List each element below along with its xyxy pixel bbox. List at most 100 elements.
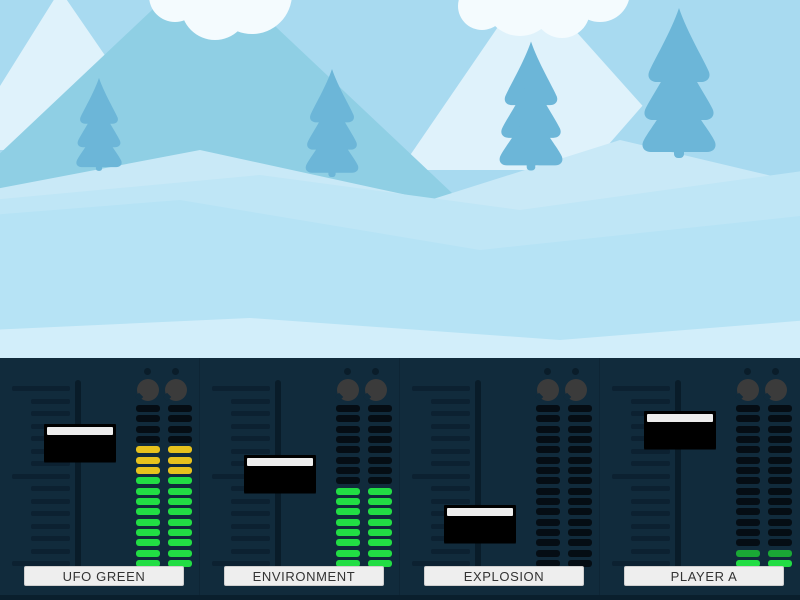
level-meter-segment: [336, 518, 360, 526]
level-meter-segment: [768, 446, 792, 454]
knob-indicator-dot-icon: [344, 368, 351, 375]
fader-scale-tick: [412, 474, 470, 479]
level-meter-segment: [336, 528, 360, 536]
fader-scale-tick: [231, 536, 270, 541]
pan-knob[interactable]: [137, 368, 159, 402]
channel-label[interactable]: EXPLOSION: [424, 566, 584, 586]
level-meter-segment: [536, 508, 560, 516]
level-meter-segment: [168, 539, 192, 547]
fader-scale-tick: [631, 511, 670, 516]
fader-scale-tick: [212, 561, 270, 566]
fader-track[interactable]: [75, 380, 81, 574]
level-meter-segment: [736, 508, 760, 516]
level-meter-segment: [168, 559, 192, 567]
level-meter-segment: [536, 435, 560, 443]
level-meter-segment: [568, 435, 592, 443]
fader-track[interactable]: [475, 380, 481, 574]
level-meter-segment: [768, 549, 792, 557]
fader-scale-tick: [231, 411, 270, 416]
level-meter-segment: [368, 518, 392, 526]
level-meter-segment: [136, 487, 160, 495]
level-meter-segment: [536, 405, 560, 412]
level-meter-segment: [736, 497, 760, 505]
pine-tree-3: [499, 41, 563, 171]
level-meter-segment: [168, 456, 192, 464]
level-meter-group: [136, 405, 192, 567]
level-meter-segment: [568, 415, 592, 423]
gain-knob[interactable]: [165, 368, 187, 402]
channel-label[interactable]: UFO GREEN: [24, 566, 184, 586]
level-meter-segment: [368, 528, 392, 536]
pine-tree-4: [642, 8, 716, 158]
level-meter-segment: [736, 425, 760, 433]
level-meter-segment: [536, 528, 560, 536]
level-meter-segment: [736, 559, 760, 567]
level-meter-segment: [336, 466, 360, 474]
level-meter-segment: [368, 559, 392, 567]
level-meter-segment: [768, 466, 792, 474]
pan-knob[interactable]: [737, 368, 759, 402]
channel-label[interactable]: ENVIRONMENT: [224, 566, 384, 586]
level-meter-segment: [336, 405, 360, 412]
audio-mixer-panel: UFO GREEN ENVIRONMENT EXPLOSION PLAYER A: [0, 358, 800, 600]
fader-scale-tick: [231, 499, 270, 504]
fader-scale-tick: [431, 486, 470, 491]
level-meter-segment: [136, 518, 160, 526]
fader-scale-tick: [31, 461, 70, 466]
level-meter-segment: [568, 487, 592, 495]
knob-body-icon: [337, 379, 359, 401]
level-meter-segment: [768, 487, 792, 495]
fader-handle-grip: [447, 508, 513, 516]
level-meter-segment: [568, 466, 592, 474]
mixer-channel: UFO GREEN: [0, 358, 200, 600]
fader-scale-tick: [631, 399, 670, 404]
gain-knob[interactable]: [365, 368, 387, 402]
level-meter-segment: [768, 539, 792, 547]
fader-handle[interactable]: [644, 411, 716, 449]
level-meter-segment: [768, 518, 792, 526]
level-meter-segment: [168, 405, 192, 412]
gain-knob[interactable]: [765, 368, 787, 402]
level-meter-segment: [368, 415, 392, 423]
level-meter-segment: [568, 528, 592, 536]
level-meter-group: [536, 405, 592, 567]
fader-handle[interactable]: [44, 424, 116, 462]
pine-tree-2: [305, 69, 359, 178]
fader-scale-tick: [31, 511, 70, 516]
fader-scale-tick: [431, 436, 470, 441]
level-meter-segment: [768, 508, 792, 516]
pan-knob[interactable]: [537, 368, 559, 402]
fader-scale-tick: [431, 449, 470, 454]
level-meter-segment: [168, 549, 192, 557]
fader-scale-tick: [31, 524, 70, 529]
level-meter-segment: [736, 466, 760, 474]
level-meter-segment: [336, 435, 360, 443]
level-meter-segment: [736, 539, 760, 547]
level-meter-segment: [368, 425, 392, 433]
level-meter-segment: [568, 477, 592, 485]
fader-handle[interactable]: [244, 455, 316, 493]
level-meter-segment: [736, 446, 760, 454]
level-meter-segment: [136, 435, 160, 443]
fader-handle-grip: [647, 414, 713, 422]
fader-scale-tick: [612, 474, 670, 479]
level-meter-segment: [536, 539, 560, 547]
fader-scale-tick: [631, 536, 670, 541]
level-meter-segment: [136, 559, 160, 567]
level-meter-segment: [336, 446, 360, 454]
level-meter-right: [368, 405, 392, 567]
level-meter-segment: [536, 466, 560, 474]
gain-knob[interactable]: [565, 368, 587, 402]
channel-label[interactable]: PLAYER A: [624, 566, 784, 586]
fader-scale-tick: [12, 561, 70, 566]
level-meter-segment: [568, 497, 592, 505]
fader-track[interactable]: [675, 380, 681, 574]
level-meter-segment: [136, 446, 160, 454]
fader-handle[interactable]: [444, 505, 516, 543]
fader-scale-tick: [231, 511, 270, 516]
level-meter-segment: [736, 528, 760, 536]
fader-scale-tick: [631, 461, 670, 466]
pan-knob[interactable]: [337, 368, 359, 402]
knob-indicator-dot-icon: [372, 368, 379, 375]
knob-indicator-dot-icon: [772, 368, 779, 375]
